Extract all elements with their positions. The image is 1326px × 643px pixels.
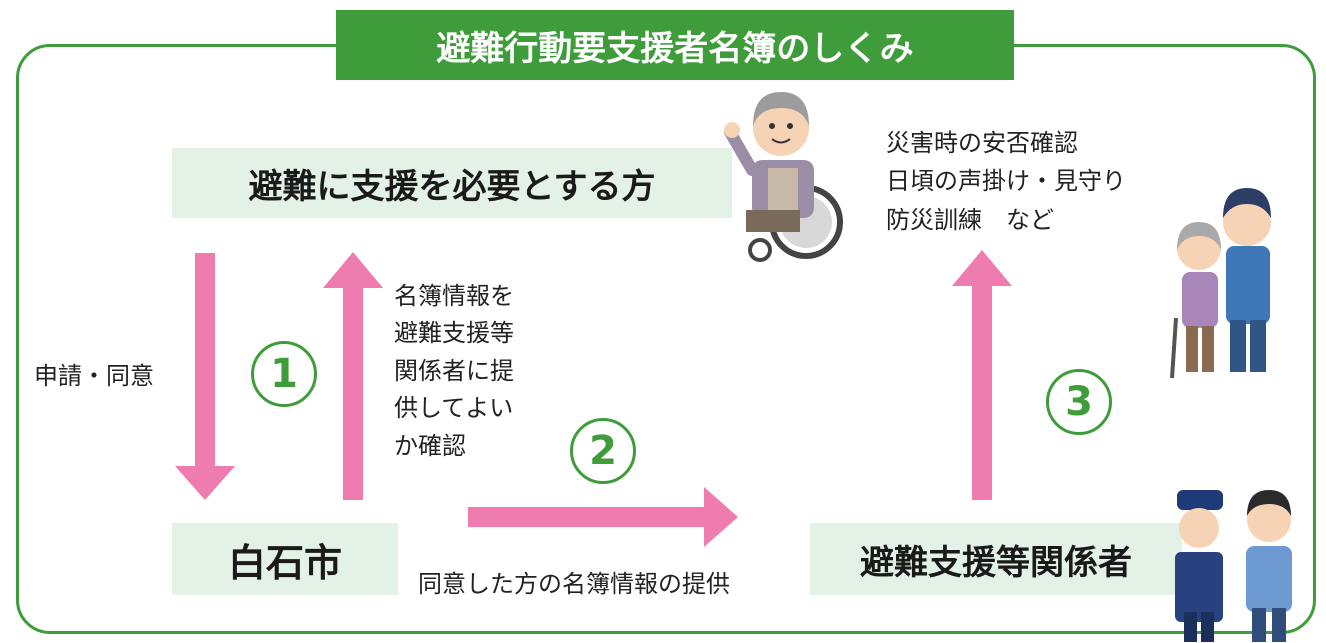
- wheelchair-person-illustration: [724, 92, 843, 262]
- arrow-up-activities: [952, 250, 1012, 500]
- application-consent-label: 申請・同意: [34, 362, 154, 390]
- shiroishi-city-box: 白石市: [172, 523, 398, 595]
- activity-line: 防災訓練 など: [886, 205, 1054, 234]
- diagram-title: 避難行動要支援者名簿のしくみ: [336, 10, 1014, 80]
- arrow-right-provide: [468, 487, 738, 547]
- step-3-badge: 3: [1046, 369, 1112, 435]
- confirmation-text: 名簿情報を 避難支援等 関係者に提 供してよい か確認: [394, 278, 514, 465]
- step-1-badge: 1: [251, 341, 317, 407]
- person-needing-support-box: 避難に支援を必要とする方: [172, 148, 732, 218]
- confirmation-line: 関係者に提: [394, 356, 514, 385]
- confirmation-line: 供してよい: [394, 394, 514, 423]
- step-2-badge: 2: [570, 418, 636, 484]
- activities-text: 災害時の安否確認 日頃の声掛け・見守り 防災訓練 など: [886, 124, 1126, 239]
- confirmation-line: 避難支援等: [394, 319, 514, 348]
- arrow-down-application: [175, 253, 235, 500]
- activity-line: 日頃の声掛け・見守り: [886, 167, 1126, 196]
- arrow-up-confirm: [323, 252, 383, 500]
- elderly-with-helper-illustration: [1170, 188, 1271, 379]
- provide-info-label: 同意した方の名簿情報の提供: [418, 570, 730, 598]
- activity-line: 災害時の安否確認: [886, 129, 1078, 157]
- confirmation-line: か確認: [394, 431, 466, 460]
- firefighter-resident-illustration: [1175, 490, 1292, 642]
- confirmation-line: 名簿情報を: [394, 282, 514, 310]
- evacuation-supporters-box: 避難支援等関係者: [810, 523, 1182, 595]
